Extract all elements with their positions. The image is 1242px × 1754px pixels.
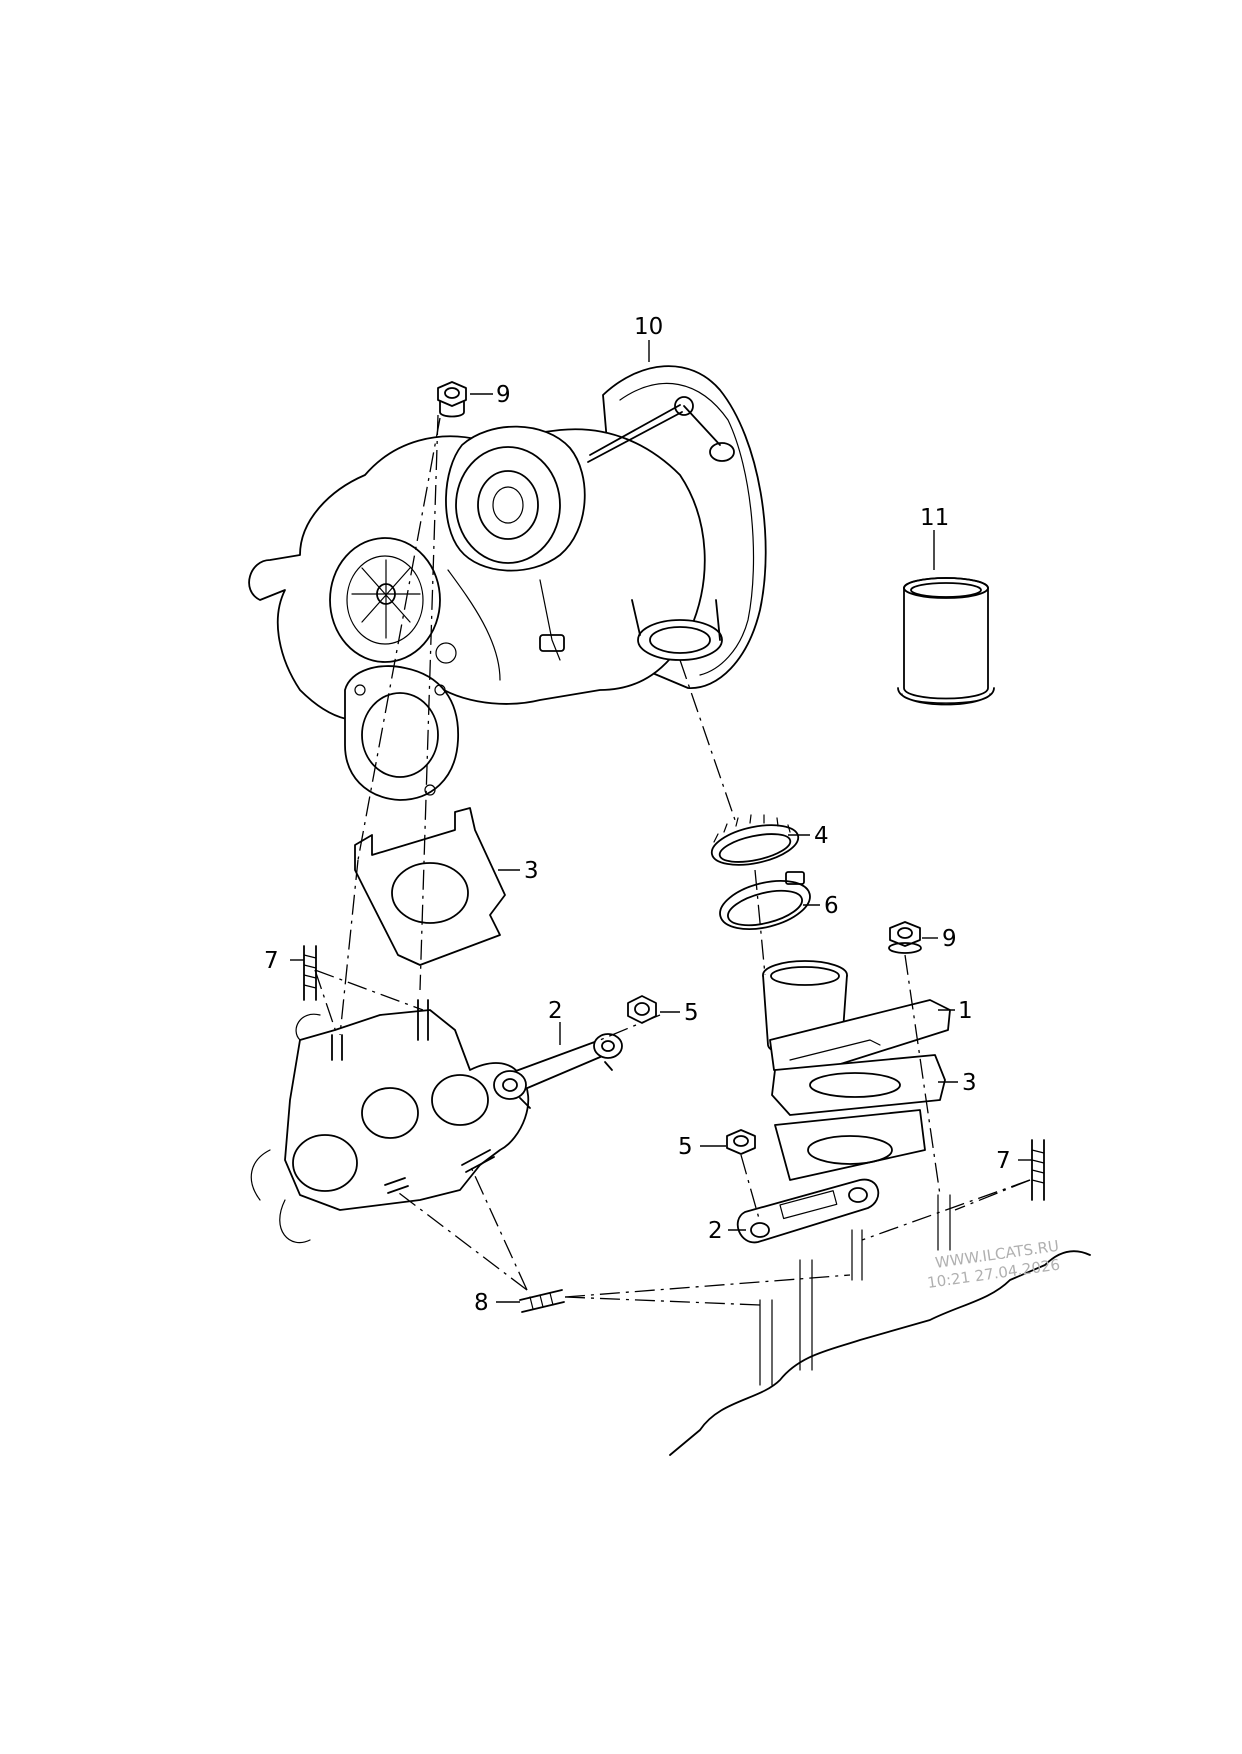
- callout-3-right: 3: [962, 1070, 977, 1096]
- cylinder-head: [669, 1194, 1091, 1456]
- pipe-flange-part: [762, 960, 951, 1081]
- callout-11: 11: [920, 505, 949, 531]
- callout-6: 6: [824, 893, 839, 919]
- callout-5-upper: 5: [684, 1000, 699, 1026]
- stud-7-left: [303, 945, 317, 1001]
- callout-8: 8: [474, 1290, 489, 1316]
- manifold-studs: [331, 999, 495, 1194]
- leader-lines: [290, 340, 1032, 1303]
- stud-7-right: [1031, 1139, 1045, 1201]
- stud-8: [519, 1289, 565, 1313]
- callout-10: 10: [634, 314, 663, 340]
- callout-3-left: 3: [524, 858, 539, 884]
- clamp-bar-right: [736, 1178, 880, 1244]
- centerlines: [314, 414, 1031, 1306]
- callout-2-right: 2: [708, 1218, 723, 1244]
- callout-5-lower: 5: [678, 1134, 693, 1160]
- sleeve-part: [897, 577, 995, 706]
- exhaust-manifold: [250, 1009, 530, 1244]
- nut-5-lower: [726, 1129, 756, 1155]
- v-clamp-part: [719, 871, 811, 930]
- callout-1: 1: [958, 998, 973, 1024]
- callout-9-top: 9: [496, 382, 511, 408]
- callout-2-left: 2: [548, 998, 563, 1024]
- gasket-right-lower: [774, 1109, 926, 1181]
- nut-9-top: [437, 381, 467, 418]
- snap-ring-part: [710, 814, 800, 866]
- callout-4: 4: [814, 823, 829, 849]
- nut-9-right: [888, 921, 922, 954]
- callout-7-left: 7: [264, 948, 279, 974]
- clamp-bar-left: [493, 1033, 623, 1109]
- gasket-left: [354, 807, 506, 966]
- gasket-right: [771, 1054, 946, 1116]
- callout-7-right: 7: [996, 1148, 1011, 1174]
- turbocharger: [248, 365, 767, 801]
- callout-9-right: 9: [942, 926, 957, 952]
